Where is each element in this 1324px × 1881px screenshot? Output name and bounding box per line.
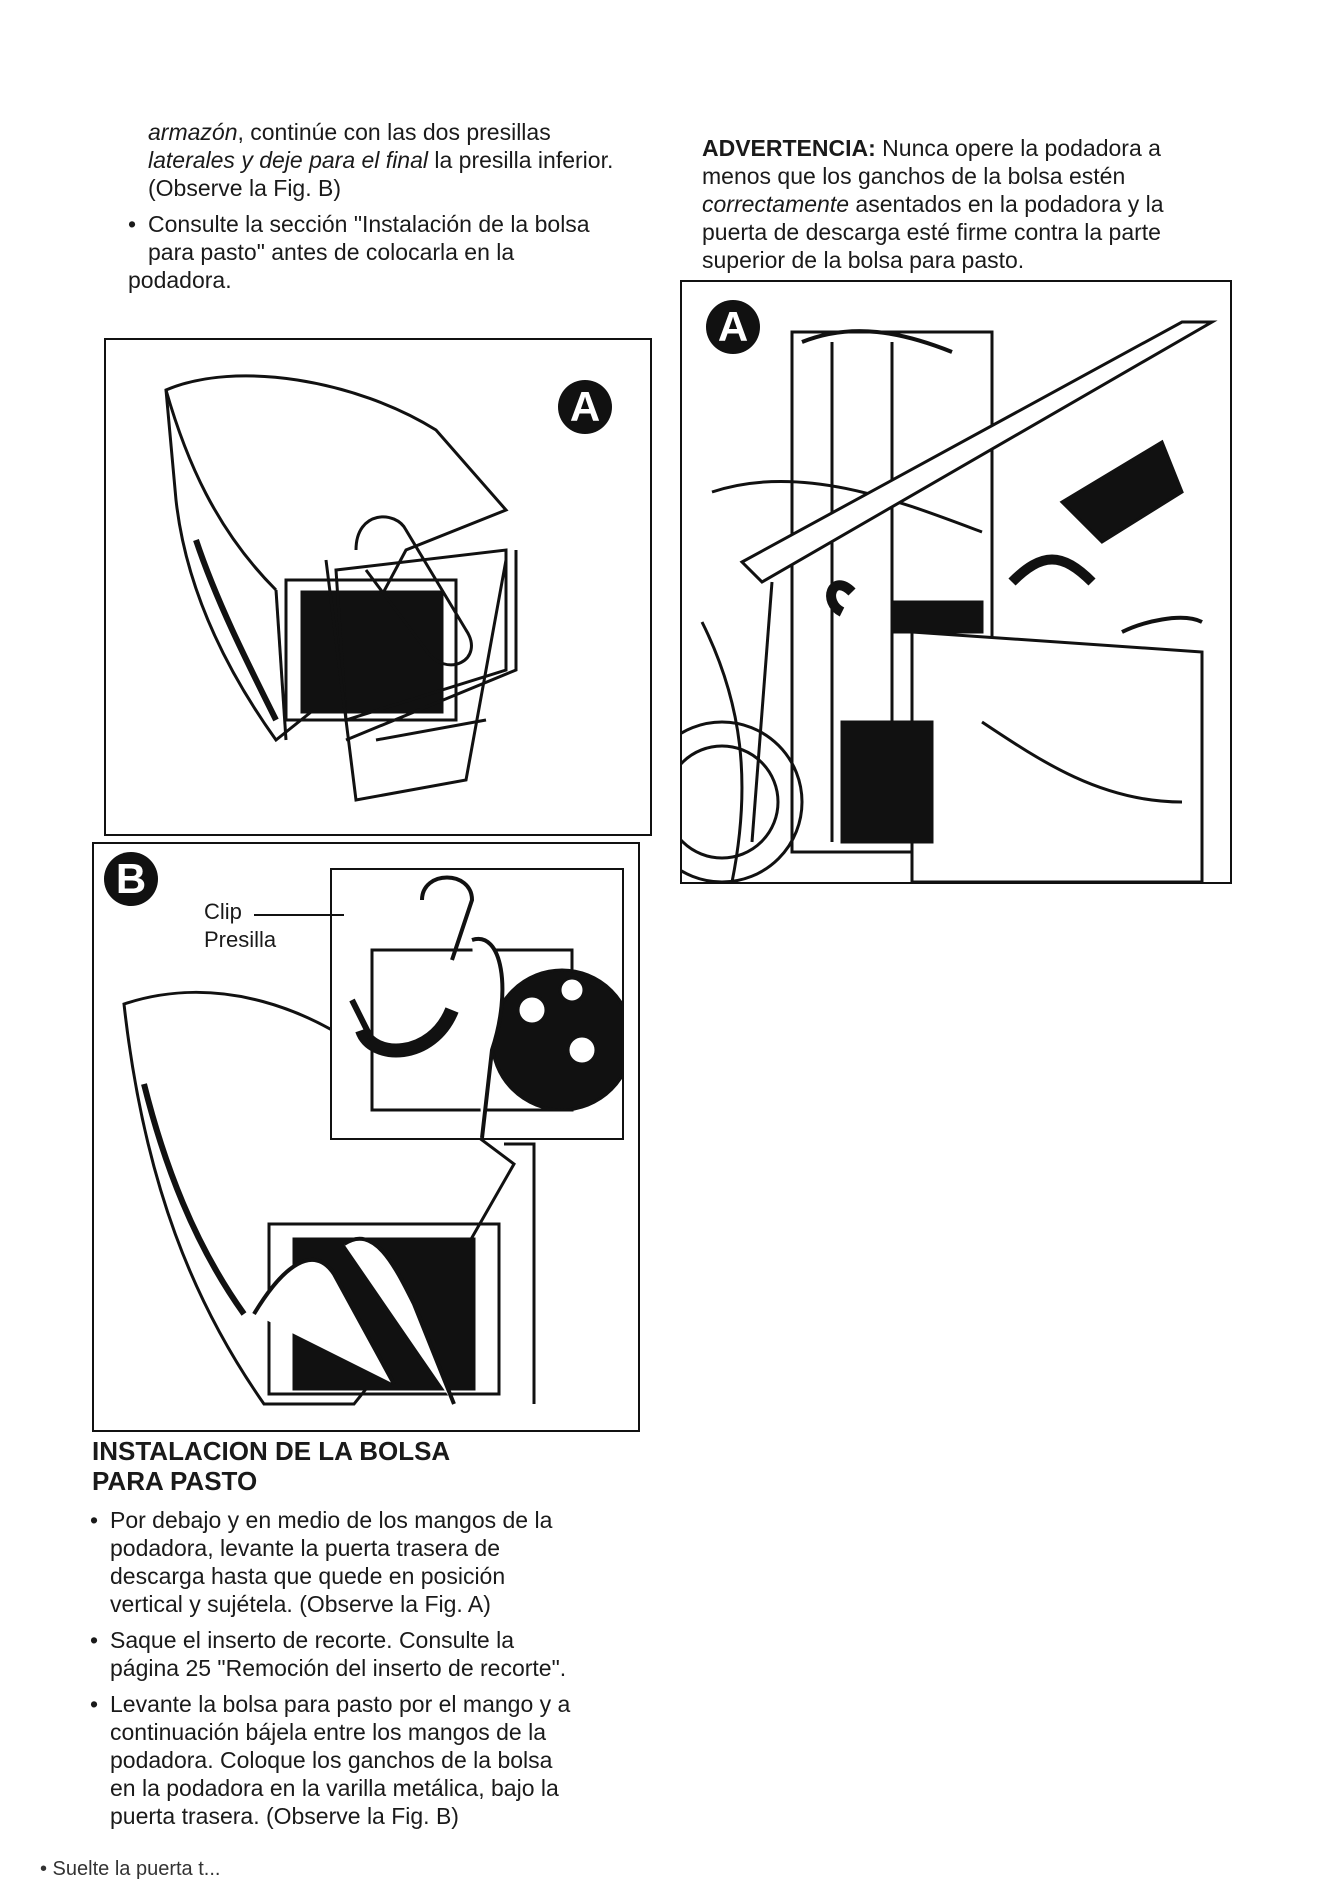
warning-text: ADVERTENCIA: Nunca opere la podadora a m… <box>702 134 1222 274</box>
intro-line-2-rest: la presilla inferior. <box>428 147 614 173</box>
bullet-remove-insert: Saque el inserto de recorte. Consulte la… <box>90 1626 650 1682</box>
section-bullets: Por debajo y en medio de los mangos de l… <box>90 1506 650 1838</box>
figure-b-badge: B <box>104 852 158 906</box>
cut-off-line: • Suelte la puerta t... <box>40 1858 221 1880</box>
warning-line-3-rest: asentados en la podadora y la <box>849 191 1164 217</box>
clip-leader-line <box>254 914 344 916</box>
bullet-consult-line-3: podadora. <box>128 267 232 293</box>
clip-detail-illustration <box>349 875 622 1138</box>
bullet-3-line-3: podadora. Coloque los ganchos de la bols… <box>110 1747 553 1773</box>
grass-bag-illustration <box>164 374 518 802</box>
intro-line-1-em: armazón <box>148 119 238 145</box>
warning-label: ADVERTENCIA: <box>702 135 876 161</box>
figure-a-bag-frame: A <box>104 338 652 836</box>
intro-line-1-rest: , continúe con las dos presillas <box>237 119 551 145</box>
warning-line-3: correctamente asentados en la podadora y… <box>702 190 1222 218</box>
bullet-consult-line-1: Consulte la sección "Instalación de la b… <box>148 211 590 237</box>
bullet-1-line-1: Por debajo y en medio de los mangos de l… <box>110 1507 553 1533</box>
intro-line-2: laterales y deje para el final la presil… <box>148 146 668 174</box>
section-heading: INSTALACION DE LA BOLSA PARA PASTO <box>92 1436 450 1496</box>
left-bullet-consult: Consulte la sección "Instalación de la b… <box>128 210 668 302</box>
left-intro-text: armazón, continúe con las dos presillas … <box>148 118 668 202</box>
figure-a-badge: A <box>558 380 612 434</box>
clip-inset-frame <box>330 868 624 1140</box>
bullet-2-line-2: página 25 "Remoción del inserto de recor… <box>110 1655 567 1681</box>
warning-line-5: superior de la bolsa para pasto. <box>702 247 1025 273</box>
intro-line-3: (Observe la Fig. B) <box>148 175 341 201</box>
figure-b-clip-frame: B Clip Presilla <box>92 842 640 1432</box>
bullet-3-line-1: Levante la bolsa para pasto por el mango… <box>110 1691 571 1717</box>
bullet-1-line-2: podadora, levante la puerta trasera de <box>110 1535 500 1561</box>
bullet-3-line-2: continuación bájela entre los mangos de … <box>110 1719 547 1745</box>
bullet-lift-bag: Levante la bolsa para pasto por el mango… <box>90 1690 650 1830</box>
intro-line-1: armazón, continúe con las dos presillas <box>148 118 668 146</box>
warning-line-1-text: Nunca opere la podadora a <box>875 135 1161 161</box>
mower-door-illustration <box>682 320 1218 882</box>
section-heading-line-2: PARA PASTO <box>92 1466 258 1496</box>
intro-line-2-em: laterales y deje para el final <box>148 147 428 173</box>
bullet-3-line-5: puerta trasera. (Observe la Fig. B) <box>110 1803 459 1829</box>
bullet-consult-line-2: para pasto" antes de colocarla en la <box>148 239 515 265</box>
figure-a-mower-frame: A <box>680 280 1232 884</box>
bullet-3-line-4: en la podadora en la varilla metálica, b… <box>110 1775 559 1801</box>
warning-line-2: menos que los ganchos de la bolsa estén <box>702 163 1126 189</box>
figure-a-right-badge: A <box>706 300 760 354</box>
clip-label: Clip <box>204 899 242 924</box>
section-heading-line-1: INSTALACION DE LA BOLSA <box>92 1436 451 1466</box>
bullet-lift-door: Por debajo y en medio de los mangos de l… <box>90 1506 650 1618</box>
bullet-1-line-3: descarga hasta que quede en posición <box>110 1563 506 1589</box>
bullet-1-line-4: vertical y sujétela. (Observe la Fig. A) <box>110 1591 491 1617</box>
bullet-2-line-1: Saque el inserto de recorte. Consulte la <box>110 1627 515 1653</box>
warning-line-4: puerta de descarga esté firme contra la … <box>702 219 1161 245</box>
clip-installation-illustration <box>122 990 536 1406</box>
warning-line-1: ADVERTENCIA: Nunca opere la podadora a <box>702 134 1222 162</box>
bullet-consult: Consulte la sección "Instalación de la b… <box>128 210 668 294</box>
presilla-label: Presilla <box>204 927 277 952</box>
warning-line-3-em: correctamente <box>702 191 850 217</box>
